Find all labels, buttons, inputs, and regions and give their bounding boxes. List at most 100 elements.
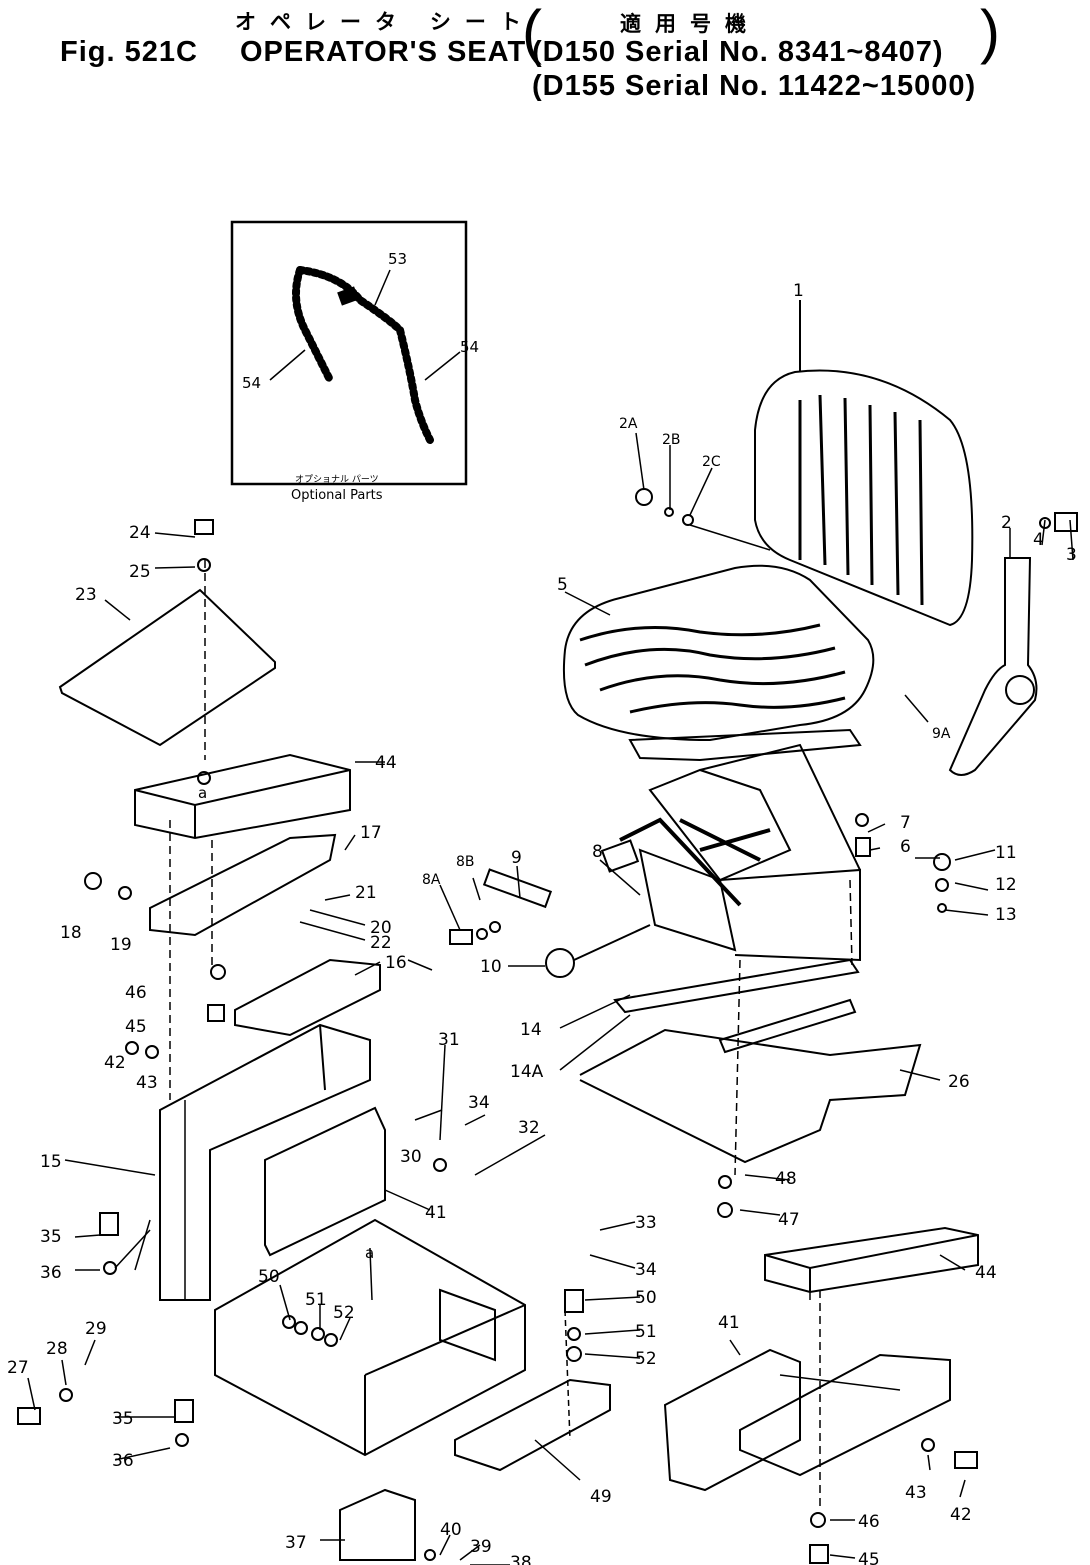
callout-34-lower: 34 bbox=[635, 1260, 657, 1280]
adjuster-knob bbox=[449, 868, 651, 978]
callout-3: 3 bbox=[1066, 545, 1077, 565]
seat-slide-rails bbox=[579, 879, 922, 1176]
callout-2a: 2A bbox=[619, 416, 638, 432]
callout-22: 22 bbox=[370, 933, 392, 953]
armrest-left bbox=[134, 753, 351, 970]
callout-48: 48 bbox=[775, 1169, 797, 1189]
recline-lever bbox=[948, 512, 1078, 776]
callout-35-upper: 35 bbox=[40, 1227, 62, 1247]
callout-5: 5 bbox=[557, 575, 568, 595]
lower-frame bbox=[214, 1218, 526, 1457]
callout-leader-lines bbox=[27, 432, 1074, 1565]
title-japanese: オペレータ シート bbox=[235, 11, 535, 34]
callout-8: 8 bbox=[592, 842, 603, 862]
callout-14a: 14A bbox=[510, 1062, 544, 1082]
callout-43-right: 43 bbox=[905, 1483, 927, 1503]
seat-base-box bbox=[159, 820, 371, 1301]
callout-43-left: 43 bbox=[136, 1073, 158, 1093]
callout-41-right: 41 bbox=[718, 1313, 740, 1333]
callout-33: 33 bbox=[635, 1213, 657, 1233]
armrest-bracket-right bbox=[739, 1353, 951, 1477]
callout-2: 2 bbox=[1001, 513, 1012, 533]
seat-backrest bbox=[754, 300, 974, 627]
lower-bracket bbox=[339, 1488, 416, 1561]
callout-53: 53 bbox=[388, 250, 407, 268]
serial-range-d150: (D150 Serial No. 8341~8407) bbox=[532, 36, 944, 68]
callout-8a: 8A bbox=[422, 872, 441, 888]
callout-numbers: 1 2 2A 2B 2C 3 4 5 6 7 8 8A 8B 9 9A 10 1… bbox=[7, 281, 1077, 1565]
callout-52-left: 52 bbox=[333, 1303, 355, 1323]
callout-14: 14 bbox=[520, 1020, 542, 1040]
callout-20: 20 bbox=[370, 918, 392, 938]
callout-16: 16 bbox=[385, 953, 407, 973]
callout-13: 13 bbox=[995, 905, 1017, 925]
callout-50-right: 50 bbox=[635, 1288, 657, 1308]
callout-49: 49 bbox=[590, 1487, 612, 1507]
callout-52-right: 52 bbox=[635, 1349, 657, 1369]
callout-46-right: 46 bbox=[858, 1512, 880, 1532]
cover-plate bbox=[234, 958, 381, 1037]
callout-1: 1 bbox=[793, 281, 804, 301]
callout-45-right: 45 bbox=[858, 1550, 880, 1565]
callout-11: 11 bbox=[995, 843, 1017, 863]
callout-21: 21 bbox=[355, 883, 377, 903]
callout-8b: 8B bbox=[456, 854, 475, 870]
callout-24: 24 bbox=[129, 523, 151, 543]
suspension-assembly bbox=[600, 728, 862, 962]
serial-bracket-left: ( bbox=[522, 0, 542, 65]
callout-51-right: 51 bbox=[635, 1322, 657, 1342]
callout-37: 37 bbox=[285, 1533, 307, 1553]
callout-26: 26 bbox=[948, 1072, 970, 1092]
callout-41-left: 41 bbox=[425, 1203, 447, 1223]
callout-45-left: 45 bbox=[125, 1017, 147, 1037]
callout-28: 28 bbox=[46, 1339, 68, 1359]
callout-42-right: 42 bbox=[950, 1505, 972, 1525]
callout-6: 6 bbox=[900, 837, 911, 857]
optional-parts-label-jp: オプショナル パーツ bbox=[295, 474, 379, 485]
callout-a-upper: a bbox=[198, 784, 207, 802]
callout-50-left: 50 bbox=[258, 1267, 280, 1287]
callout-34-upper: 34 bbox=[468, 1093, 490, 1113]
seat-belt-icon bbox=[292, 266, 434, 444]
callout-18: 18 bbox=[60, 923, 82, 943]
callout-47: 47 bbox=[778, 1210, 800, 1230]
callout-9a: 9A bbox=[932, 726, 951, 742]
armrest-right bbox=[764, 1226, 979, 1294]
callout-40: 40 bbox=[440, 1520, 462, 1540]
seat-cushion bbox=[562, 564, 875, 742]
callout-39: 39 bbox=[470, 1537, 492, 1557]
callout-4: 4 bbox=[1033, 530, 1044, 550]
callout-36-upper: 36 bbox=[40, 1263, 62, 1283]
serial-range-d155: (D155 Serial No. 11422~15000) bbox=[532, 70, 977, 102]
callout-36-lower: 36 bbox=[112, 1451, 134, 1471]
callout-12: 12 bbox=[995, 875, 1017, 895]
serial-bracket-right: ) bbox=[980, 0, 1000, 65]
hardware-fasteners bbox=[17, 488, 978, 1564]
title-english: OPERATOR'S SEAT bbox=[240, 36, 527, 68]
callout-54-left: 54 bbox=[242, 374, 261, 392]
callout-23: 23 bbox=[75, 585, 97, 605]
callout-32: 32 bbox=[518, 1118, 540, 1138]
armrest-bracket bbox=[149, 833, 337, 937]
callout-46-left: 46 bbox=[125, 983, 147, 1003]
callout-2b: 2B bbox=[662, 432, 681, 448]
callout-29: 29 bbox=[85, 1319, 107, 1339]
callout-25: 25 bbox=[129, 562, 151, 582]
callout-44-upper: 44 bbox=[375, 753, 397, 773]
callout-15: 15 bbox=[40, 1152, 62, 1172]
callout-38: 38 bbox=[510, 1553, 532, 1565]
top-cover-plate bbox=[58, 588, 276, 747]
callout-10: 10 bbox=[480, 957, 502, 977]
bottom-plate bbox=[454, 1378, 611, 1472]
callout-51-left: 51 bbox=[305, 1290, 327, 1310]
callout-35-lower: 35 bbox=[112, 1409, 134, 1429]
optional-parts-inset: 53 54 54 オプショナル パーツ Optional Parts bbox=[230, 220, 479, 503]
optional-parts-label: Optional Parts bbox=[291, 488, 383, 503]
side-pad-right bbox=[663, 1348, 801, 1492]
callout-42-left: 42 bbox=[104, 1053, 126, 1073]
figure-number: Fig. 521C bbox=[60, 36, 198, 68]
side-pad-left bbox=[264, 1106, 386, 1257]
callout-30: 30 bbox=[400, 1147, 422, 1167]
